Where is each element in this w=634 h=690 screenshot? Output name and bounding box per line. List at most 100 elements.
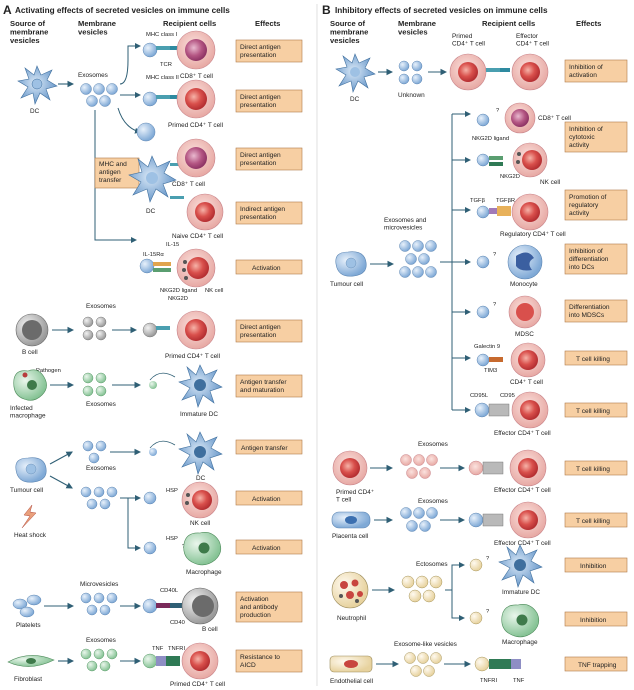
ectosome-cluster [401,575,443,603]
exosomes-label-b3: Exosomes [418,498,448,505]
tnfri-label-a: TNFRI [168,646,185,652]
exosomes-label-b2: Exosomes [418,441,448,448]
recipient-cd4-b: CD4⁺ T cell [510,379,543,386]
q-label-b3: ? [493,302,497,308]
source-placenta-cell: Placenta cell [332,533,368,540]
tumour-cell-icon-a [15,457,47,483]
effector-cd4-t-cell-icon-b3 [509,449,547,487]
recipient-immature-dc: Immature DC [180,411,218,418]
cd8-t-cell-icon-2 [176,138,216,178]
immature-dc-icon-b [498,544,543,588]
b-cell-icon [15,313,49,347]
q-label-b2: ? [493,252,497,258]
hsp-label-2: HSP [166,536,178,542]
nkg2d-label-b: NKG2D [500,174,520,180]
tnf-label-b: TNF [513,678,525,684]
source-b-cell: B cell [22,349,38,356]
nkg2d-ligand-label: NKG2D ligand [160,288,197,294]
effect-b-9: Inhibition [580,563,607,570]
effect-b-6: T cell killing [576,408,610,415]
panel-b: B Inhibitory effects of secreted vesicle… [322,3,628,685]
effect-b-10: Inhibition [580,617,607,624]
regulatory-cd4-t-cell-icon [511,193,549,231]
panel-b-title: Inhibitory effects of secreted vesicles … [335,6,548,15]
primed-cd4-t-cell-icon-3 [181,642,219,680]
il15ra-label: IL-15Rα [143,252,164,258]
source-tumour-cell-a: Tumour cell [10,487,43,494]
source-endothelial-cell: Endothelial cell [330,678,373,685]
endothelial-cell-icon [329,655,373,673]
cd40l-label: CD40L [160,588,179,594]
exosome-cluster-dc-b [398,60,423,85]
recipient-effector-cd4-b4: Effector CD4⁺ T cell [494,540,551,547]
tgfbr-label: TGFβR [496,198,515,204]
nk-cell-icon-1 [176,248,216,288]
dc-icon-a2 [178,431,223,475]
recipient-dc-transfer: DC [146,208,156,215]
tumour-cell-icon-b [335,251,367,277]
immature-dc-icon-a [178,364,223,408]
cd4-t-cell-icon-b [510,342,546,378]
cd40-label: CD40 [170,620,185,626]
mdsc-icon [508,295,542,329]
tcr-label: TCR [160,62,172,68]
source-tumour-cell-b: Tumour cell [330,281,363,288]
ectosomes-label: Ectosomes [416,561,448,568]
effect-b-11: TNF trapping [578,662,617,669]
recipient-nk-2: NK cell [190,520,210,527]
recipient-cd8-b: CD8⁺ T cell [538,115,571,122]
recipient-macrophage-a: Macrophage [186,569,222,576]
dc-cell-icon [17,65,58,105]
cd95l-label-b: CD95L [470,393,489,399]
q-label-b4: ? [486,556,490,562]
exosomes-label-tumour-a: Exosomes [86,465,116,472]
effector-cd4-t-cell-icon-b4 [509,501,547,539]
tim3-label: TIM3 [484,368,497,374]
q-label-b5: ? [486,609,490,615]
nk-cell-icon-b [512,142,548,178]
recipient-cd8-1: CD8⁺ T cell [180,73,213,80]
exosome-cluster-tumour-a1 [82,440,107,464]
microvesicle-cluster [80,592,118,616]
effect-a-4: Activation [252,265,281,272]
effector-cd4-t-cell-icon-b2 [511,391,549,429]
b-cell-recipient-icon [181,587,219,625]
effector-cd4-t-cell-icon-b1 [511,53,549,91]
fibroblast-icon [7,655,55,667]
exosome-cluster-fibroblast [80,648,118,672]
recipient-mdsc: MDSC [515,331,534,338]
exosome-cluster-macrophage [82,372,107,397]
nkg2d-ligand-label-b: NKG2D ligand [472,136,509,142]
source-platelets: Platelets [16,622,41,629]
header-effects-a: Effects [255,19,280,28]
il15-label: IL-15 [166,242,179,248]
heat-shock-icon [21,504,37,529]
exosome-like-label: Exosome-like vesicles [394,641,457,648]
effect-b-8: T cell killing [576,518,610,525]
header-effects-b: Effects [576,19,601,28]
recipient-regulatory-cd4: Regulatory CD4⁺ T cell [500,231,566,238]
source-primed-cd4-b: Primed CD4⁺T cell [336,489,374,504]
nkg2d-label: NKG2D [168,296,188,302]
infected-macrophage-icon [13,369,47,401]
effect-b-7: T cell killing [576,466,610,473]
panel-b-letter: B [322,3,331,17]
unknown-label: Unknown [398,92,425,99]
recipient-cd8-2: CD8⁺ T cell [172,181,205,188]
recipient-primed-cd4-2: Primed CD4⁺ T cell [165,353,220,360]
naive-cd4-t-cell-icon [186,193,224,231]
mhc-class-i-label: MHC class I [146,32,178,38]
